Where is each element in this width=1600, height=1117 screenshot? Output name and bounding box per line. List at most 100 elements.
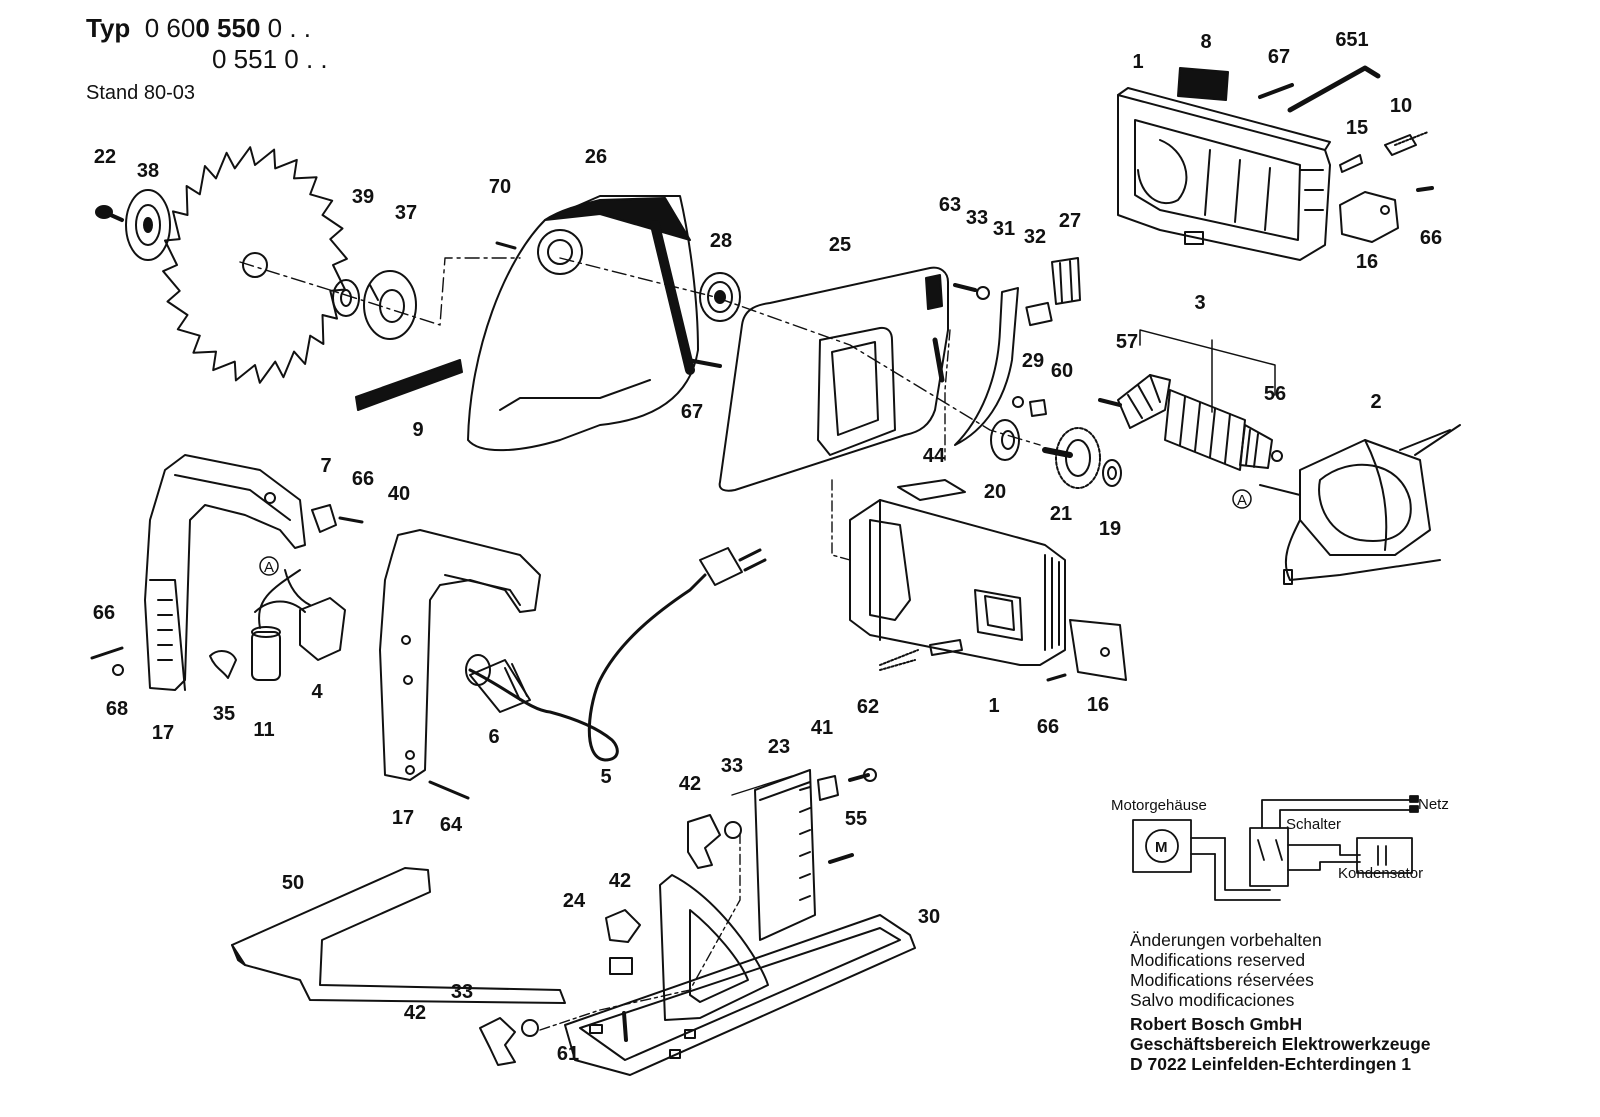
callout-651: 651 — [1335, 29, 1369, 51]
callout-67: 67 — [1267, 46, 1291, 68]
callout-19: 19 — [1098, 518, 1122, 540]
note-de: Änderungen vorbehalten — [1130, 930, 1322, 950]
callout-8: 8 — [1200, 31, 1212, 53]
callout-20: 20 — [983, 481, 1007, 503]
marker-a: A — [264, 559, 275, 576]
callout-68: 68 — [105, 698, 129, 720]
company-division: Geschäftsbereich Elektrowerkzeuge — [1130, 1034, 1431, 1054]
lever-31 — [955, 288, 1018, 445]
callout-42: 42 — [608, 870, 632, 892]
callout-5: 5 — [600, 766, 612, 788]
bearing-19 — [1103, 460, 1121, 486]
callout-2: 2 — [1370, 391, 1382, 413]
callout-41: 41 — [810, 717, 834, 739]
callout-10: 10 — [1389, 95, 1413, 117]
knob-42-c — [480, 1018, 538, 1065]
base-plate-30 — [565, 915, 915, 1075]
header: Typ 0 600 550 0 . . 0 551 0 . . Stand 80… — [86, 12, 328, 105]
callout-29: 29 — [1021, 350, 1045, 372]
note-fr: Modifications réservées — [1130, 970, 1314, 990]
knob-42-a — [688, 815, 741, 868]
callout-66: 66 — [351, 468, 375, 490]
type-line-1: Typ 0 600 550 0 . . — [86, 12, 328, 44]
field-coil-2 — [1260, 425, 1460, 584]
type-prefix: 0 60 — [144, 13, 196, 43]
callout-7: 7 — [320, 455, 332, 477]
callout-66: 66 — [92, 602, 116, 624]
callout-39: 39 — [351, 186, 375, 208]
callout-60: 60 — [1050, 360, 1074, 382]
callout-55: 55 — [844, 808, 868, 830]
wiring-label-motor-symbol: M — [1155, 839, 1168, 856]
callout-62: 62 — [856, 696, 880, 718]
callout-4: 4 — [311, 681, 323, 703]
callout-6: 6 — [488, 726, 500, 748]
callout-17: 17 — [151, 722, 175, 744]
callout-33: 33 — [450, 981, 474, 1003]
wiring-label-switch: Schalter — [1286, 816, 1342, 833]
type-suffix-2: 0 . . — [277, 44, 328, 74]
clamp-washer-38 — [126, 190, 170, 260]
callout-11: 11 — [253, 719, 275, 741]
wiring-label-motor-housing: Motorgehäuse — [1111, 797, 1207, 814]
callout-30: 30 — [917, 906, 941, 928]
callout-63: 63 — [938, 194, 962, 216]
callout-9: 9 — [412, 419, 424, 441]
callout-50: 50 — [281, 872, 305, 894]
callout-28: 28 — [709, 230, 733, 252]
callout-37: 37 — [394, 202, 418, 224]
callout-1: 1 — [988, 695, 1000, 717]
screw-22 — [96, 206, 122, 220]
callout-64: 64 — [439, 814, 463, 836]
callout-22: 22 — [93, 146, 117, 168]
handle-17-right — [380, 530, 540, 780]
callout-27: 27 — [1058, 210, 1082, 232]
callout-26: 26 — [584, 146, 608, 168]
type-label: Typ — [86, 13, 131, 43]
warning-label-9 — [356, 360, 462, 410]
handle-17-left — [145, 455, 305, 690]
type-line-2: 0 551 0 . . — [86, 44, 328, 74]
note-en: Modifications reserved — [1130, 950, 1306, 970]
callout-57: 57 — [1115, 331, 1139, 353]
wiring-diagram — [1133, 796, 1418, 900]
knob-42-b — [606, 910, 640, 974]
callout-40: 40 — [387, 483, 411, 505]
blade-guard-26 — [468, 196, 698, 450]
power-cord-5 — [466, 548, 765, 760]
label-8 — [1178, 68, 1228, 100]
marker-a: A — [1237, 492, 1248, 509]
type-number-2: 0 551 — [212, 44, 278, 74]
callout-42: 42 — [678, 773, 702, 795]
notes-block: Änderungen vorbehalten Modifications res… — [1130, 930, 1431, 1074]
callout-44: 44 — [922, 445, 946, 467]
callout-61: 61 — [556, 1043, 580, 1065]
angle-guide — [660, 770, 815, 1020]
motor-housing-1-bottom — [850, 500, 1126, 680]
callout-25: 25 — [828, 234, 852, 256]
saw-blade — [163, 147, 347, 383]
callout-23: 23 — [767, 736, 791, 758]
callout-35: 35 — [212, 703, 236, 725]
spring-28 — [700, 273, 740, 321]
callout-1: 1 — [1132, 51, 1144, 73]
callout-32: 32 — [1023, 226, 1047, 248]
callout-33: 33 — [720, 755, 744, 777]
callout-24: 24 — [562, 890, 586, 912]
note-es: Salvo modificaciones — [1130, 990, 1295, 1010]
callout-66: 66 — [1419, 227, 1443, 249]
callout-31: 31 — [992, 218, 1016, 240]
wiring-label-mains: Netz — [1418, 796, 1449, 813]
callout-17: 17 — [391, 807, 415, 829]
callout-42: 42 — [403, 1002, 427, 1024]
washer-39 — [333, 280, 359, 316]
callout-67: 67 — [680, 401, 704, 423]
type-number-1: 0 550 — [195, 13, 261, 43]
gear-housing-25 — [720, 268, 948, 491]
flange-37 — [364, 271, 416, 339]
motor-housing-1-top — [1118, 88, 1330, 260]
capacitor-11 — [252, 570, 300, 680]
callout-21: 21 — [1049, 503, 1073, 525]
bearing-20 — [991, 420, 1019, 460]
